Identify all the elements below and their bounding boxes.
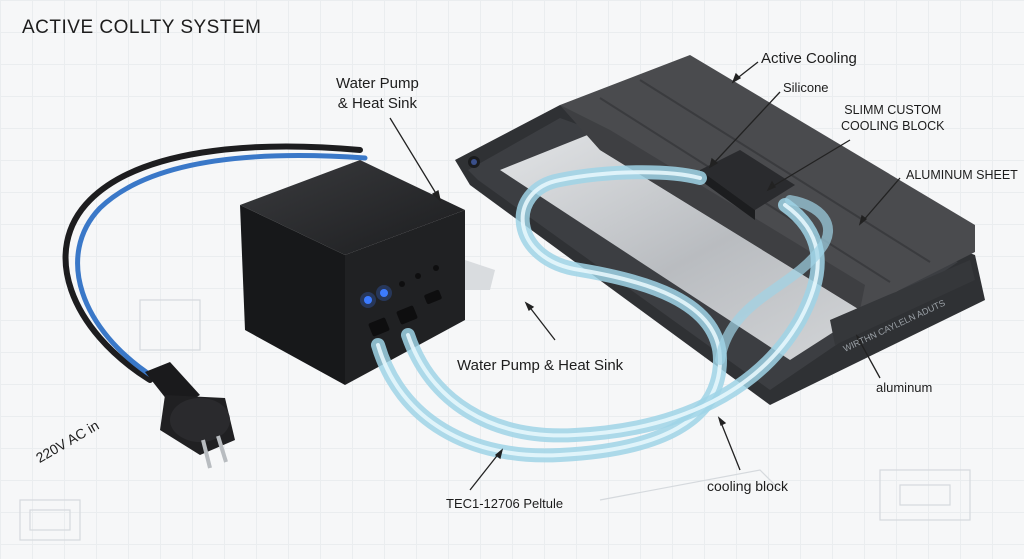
label-aluminum: aluminum bbox=[876, 380, 933, 395]
label-silicone: Silicone bbox=[783, 80, 829, 95]
label-cooling-block: cooling block bbox=[707, 478, 788, 494]
label-slimm-line2: COOLING BLOCK bbox=[841, 119, 945, 133]
page-title: ACTIVE COLLTY SYSTEM bbox=[22, 17, 262, 38]
label-aluminum-sheet: ALUMINUM SHEET bbox=[906, 168, 1018, 182]
leader-lines bbox=[389, 61, 901, 491]
power-cable bbox=[62, 143, 368, 383]
label-water-pump-line2: & Heat Sink bbox=[337, 95, 418, 112]
label-water-pump-mid: Water Pump & Heat Sink bbox=[457, 357, 624, 374]
label-slimm-line1: SLIMM CUSTOM bbox=[844, 103, 942, 117]
label-tec-peltier: TEC1-12706 Peltule bbox=[446, 496, 564, 511]
coolant-tubes bbox=[371, 165, 833, 463]
label-water-pump-top: Water Pump & Heat Sink bbox=[336, 74, 419, 114]
label-water-pump-line1: Water Pump bbox=[336, 75, 419, 92]
label-slimm-cooling-block: SLIMM CUSTOM COOLING BLOCK bbox=[841, 102, 945, 134]
blueprint-sketch bbox=[19, 299, 971, 541]
pump-box-shape bbox=[240, 160, 495, 385]
label-active-cooling: Active Cooling bbox=[761, 50, 857, 67]
ac-plug bbox=[145, 362, 235, 469]
cooling-block-shape bbox=[700, 150, 795, 220]
